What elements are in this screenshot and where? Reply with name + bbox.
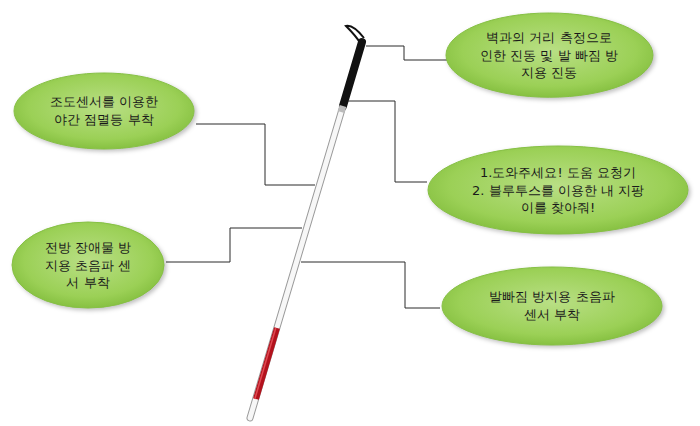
ellipse-fill [12, 222, 164, 308]
ellipse-shape [12, 71, 196, 151]
feature-text: 전방 장애물 방지용 초음파 센서 부착 [41, 239, 136, 292]
feature-text: 1.도와주세요! 도움 요청기 [472, 164, 644, 182]
feature-ellipse: 발빠짐 방지용 초음파 센서 부착 [440, 265, 664, 347]
leader-line [366, 46, 451, 60]
ellipse-shape [440, 265, 664, 347]
ellipse-text-group: 벽과의 거리 측정으로 인한 진동 및 발 빠짐 방지용 진동 [479, 29, 619, 82]
ellipse-fill [14, 73, 194, 149]
feature-ellipse: 1.도와주세요! 도움 요청기2. 블루투스를 이용한 내 지팡이를 찾아줘! [426, 144, 690, 236]
ellipse-text-group: 조도센서를 이용한 야간 점멸등 부착 [42, 93, 167, 128]
leader-line [348, 101, 427, 182]
leader-line [166, 228, 302, 262]
ellipse-text-group: 발빠짐 방지용 초음파 센서 부착 [482, 288, 622, 323]
feature-text: 발빠짐 방지용 초음파 센서 부착 [482, 288, 622, 323]
ellipse-fill [442, 267, 662, 345]
cane-red-band [256, 328, 277, 399]
feature-text: 벽과의 거리 측정으로 인한 진동 및 발 빠짐 방지용 진동 [479, 29, 619, 82]
ellipse-fill [446, 13, 653, 97]
feature-text: 2. 블루투스를 이용한 내 지팡이를 찾아줘! [472, 181, 644, 216]
ellipse-text-group: 전방 장애물 방지용 초음파 센서 부착 [41, 239, 136, 292]
leader-lines [166, 46, 451, 308]
ellipse-fill [428, 146, 688, 234]
feature-ellipse: 벽과의 거리 측정으로 인한 진동 및 발 빠짐 방지용 진동 [444, 11, 655, 99]
ellipse-text-group: 1.도와주세요! 도움 요청기2. 블루투스를 이용한 내 지팡이를 찾아줘! [472, 164, 644, 217]
leader-line [196, 124, 315, 185]
cane-red-highlight [255, 328, 276, 399]
leader-line [301, 262, 440, 308]
cane-handle [343, 42, 362, 106]
feature-ellipse: 조도센서를 이용한 야간 점멸등 부착 [12, 71, 196, 151]
feature-text: 조도센서를 이용한 야간 점멸등 부착 [42, 93, 167, 128]
feature-ellipse: 전방 장애물 방지용 초음파 센서 부착 [10, 220, 166, 310]
cane-collar [341, 106, 343, 112]
